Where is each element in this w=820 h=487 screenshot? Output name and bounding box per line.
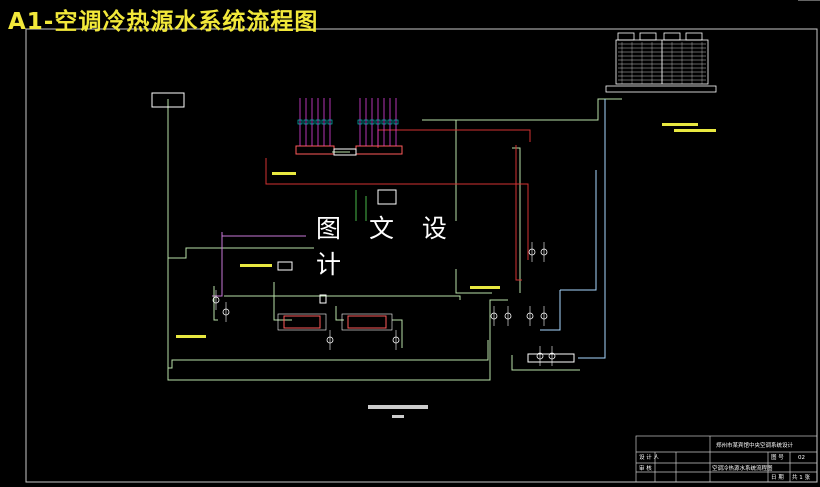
valve-icon xyxy=(375,119,381,125)
valve-icon xyxy=(393,119,399,125)
pipe-chiller-out xyxy=(392,319,403,348)
title-block-text: 郑州市某宾馆中央空调系统设计 空调冷热源水系统流程图 图 号 02 设 计 人 … xyxy=(639,441,810,481)
valve-icon xyxy=(357,119,363,125)
valve-icon xyxy=(387,119,393,125)
chiller-1 xyxy=(283,315,321,329)
annotation-tag-4 xyxy=(674,129,716,132)
pipe-bottom-right xyxy=(511,355,580,371)
filter-unit xyxy=(527,353,575,363)
tb-checker-label: 审 核 xyxy=(639,464,652,472)
valve-icon xyxy=(327,119,333,125)
pipe-chiller-branch2 xyxy=(335,306,344,321)
caption-scale-mark xyxy=(392,415,404,418)
cooling-tower xyxy=(605,32,717,93)
return-manifold xyxy=(355,145,403,155)
valve-icon xyxy=(381,119,387,125)
pipe-network xyxy=(167,98,622,381)
page-title: A1-空调冷热源水系统流程图 xyxy=(8,9,319,35)
pipe-condenser-c xyxy=(540,290,561,331)
chiller-2 xyxy=(347,315,387,329)
tb-drawing-no: 02 xyxy=(798,455,805,461)
tb-drawing-name: 空调冷热源水系统流程图 xyxy=(712,464,773,472)
annotation-marks xyxy=(176,123,716,338)
expansion-tank xyxy=(151,92,185,108)
annotation-tag-2 xyxy=(272,172,296,175)
pipe-chiller-branch xyxy=(273,282,292,321)
pipe-supply-vert xyxy=(515,145,522,281)
watermark-banner: 图 文 设 计 xyxy=(316,214,504,279)
valve-icon xyxy=(315,119,321,125)
pipe-supply-main xyxy=(265,158,529,260)
chiller-2-outline xyxy=(341,313,393,331)
pipe-return-main xyxy=(167,99,508,381)
manifold-connector xyxy=(333,148,357,156)
valve-icon xyxy=(309,119,315,125)
pipe-condenser-b xyxy=(560,170,597,291)
pipe-supply-top xyxy=(377,129,531,148)
manifold-branch-group xyxy=(297,98,399,146)
tb-date-label: 日 期 xyxy=(771,474,784,481)
valve-icon xyxy=(321,119,327,125)
tb-designer-label: 设 计 人 xyxy=(639,453,659,461)
annotation-tag-5 xyxy=(240,264,272,267)
annotation-tag-3 xyxy=(662,123,698,126)
valve-icon xyxy=(297,119,303,125)
pipe-cooling-up xyxy=(512,147,521,293)
caption-mark xyxy=(368,405,428,409)
pipe-chiller-feed xyxy=(224,295,461,300)
pump-group xyxy=(212,242,556,366)
valve-icon xyxy=(363,119,369,125)
pipe-purple xyxy=(212,232,223,297)
annotation-tag-1 xyxy=(176,335,206,338)
supply-manifold xyxy=(295,145,335,155)
pipe-return-lower xyxy=(168,340,489,369)
valve-icon xyxy=(303,119,309,125)
heat-exchanger xyxy=(377,189,397,205)
tb-total-label: 共 1 张 xyxy=(792,473,810,481)
pipe-cooling-return xyxy=(455,120,492,294)
chiller-1-outline xyxy=(277,313,327,331)
equipment xyxy=(151,92,575,366)
pipe-tower-supply xyxy=(422,98,622,121)
water-treatment-unit xyxy=(319,294,327,304)
side-unit xyxy=(277,261,293,271)
pipe-return-loop xyxy=(168,247,314,259)
tb-sheet-label: 图 号 xyxy=(771,453,784,461)
pipe-condenser-a xyxy=(578,99,606,359)
annotation-tag-6 xyxy=(470,286,500,289)
title-block xyxy=(635,435,818,483)
valve-icon xyxy=(369,119,375,125)
tb-project-name: 郑州市某宾馆中央空调系统设计 xyxy=(716,441,794,449)
drawing-border xyxy=(25,28,818,483)
